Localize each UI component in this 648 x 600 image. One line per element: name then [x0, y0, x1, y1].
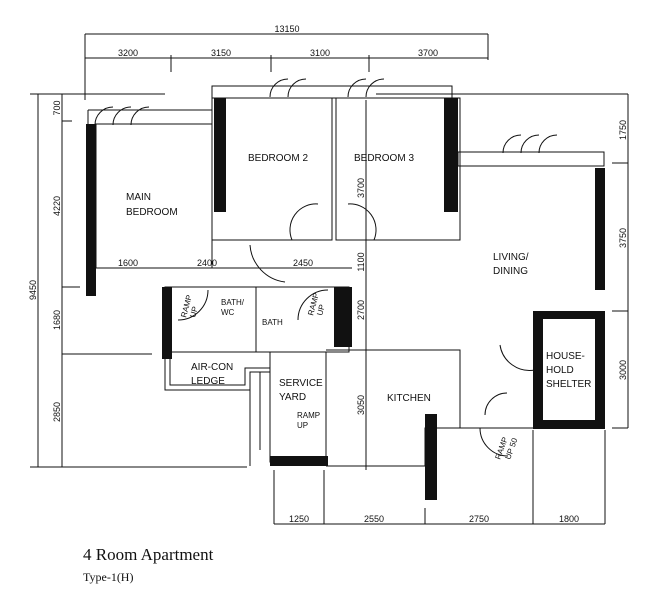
room-main-bedroom-line1: MAIN: [126, 192, 151, 203]
dim-bottom-1: 1250: [289, 514, 309, 524]
room-living-line2: DINING: [493, 266, 528, 277]
dim-inner-v-1: 3700: [356, 178, 366, 198]
dim-left-2: 4220: [52, 196, 62, 216]
dim-bottom-4: 1800: [559, 514, 579, 524]
room-main-bedroom-line2: BEDROOM: [126, 207, 178, 218]
room-bath1-line1: BATH/: [221, 298, 245, 307]
room-shelter-line1: HOUSE-: [546, 351, 585, 362]
dim-inner-h-3: 2450: [293, 258, 313, 268]
dim-top-4: 3700: [418, 48, 438, 58]
plan-subtitle: Type-1(H): [83, 570, 134, 584]
room-bedroom-2: BEDROOM 2: [248, 153, 308, 164]
room-service-yard-line2: YARD: [279, 392, 306, 403]
room-bath1-line2: WC: [221, 308, 235, 317]
dim-inner-v-4: 3050: [356, 395, 366, 415]
dim-left-1: 700: [52, 100, 62, 115]
room-aircon-line2: LEDGE: [191, 376, 225, 387]
ramp-bath1-line2: UP: [188, 305, 200, 318]
dim-left-3: 1680: [52, 310, 62, 330]
dim-top-1: 3200: [118, 48, 138, 58]
dim-left-total: 9450: [28, 280, 38, 300]
dim-right-3: 3000: [618, 360, 628, 380]
dim-inner-v-2: 1100: [356, 252, 366, 271]
dim-bottom-3: 2750: [469, 514, 489, 524]
dim-left-4: 2850: [52, 402, 62, 422]
room-aircon-line1: AIR-CON: [191, 362, 233, 373]
plan-title: 4 Room Apartment: [83, 545, 214, 564]
dim-right-2: 3750: [618, 228, 628, 248]
dim-inner-h-2: 2400: [197, 258, 217, 268]
room-shelter-line3: SHELTER: [546, 379, 591, 390]
dim-right-1: 1750: [618, 120, 628, 140]
ramp-bath2-line2: UP: [315, 303, 327, 316]
room-living-line1: LIVING/: [493, 252, 529, 263]
room-bedroom-3: BEDROOM 3: [354, 153, 414, 164]
dim-top-2: 3150: [211, 48, 231, 58]
dim-inner-v-3: 2700: [356, 300, 366, 320]
room-bath2: BATH: [262, 318, 283, 327]
ramp-service-line1: RAMP: [297, 411, 320, 420]
dim-bottom-2: 2550: [364, 514, 384, 524]
dim-top-total: 13150: [274, 24, 299, 34]
room-service-yard-line1: SERVICE: [279, 378, 323, 389]
ramp-service-line2: UP: [297, 421, 308, 430]
dim-inner-h-1: 1600: [118, 258, 138, 268]
room-shelter-line2: HOLD: [546, 365, 574, 376]
dim-top-3: 3100: [310, 48, 330, 58]
room-kitchen: KITCHEN: [387, 393, 431, 404]
